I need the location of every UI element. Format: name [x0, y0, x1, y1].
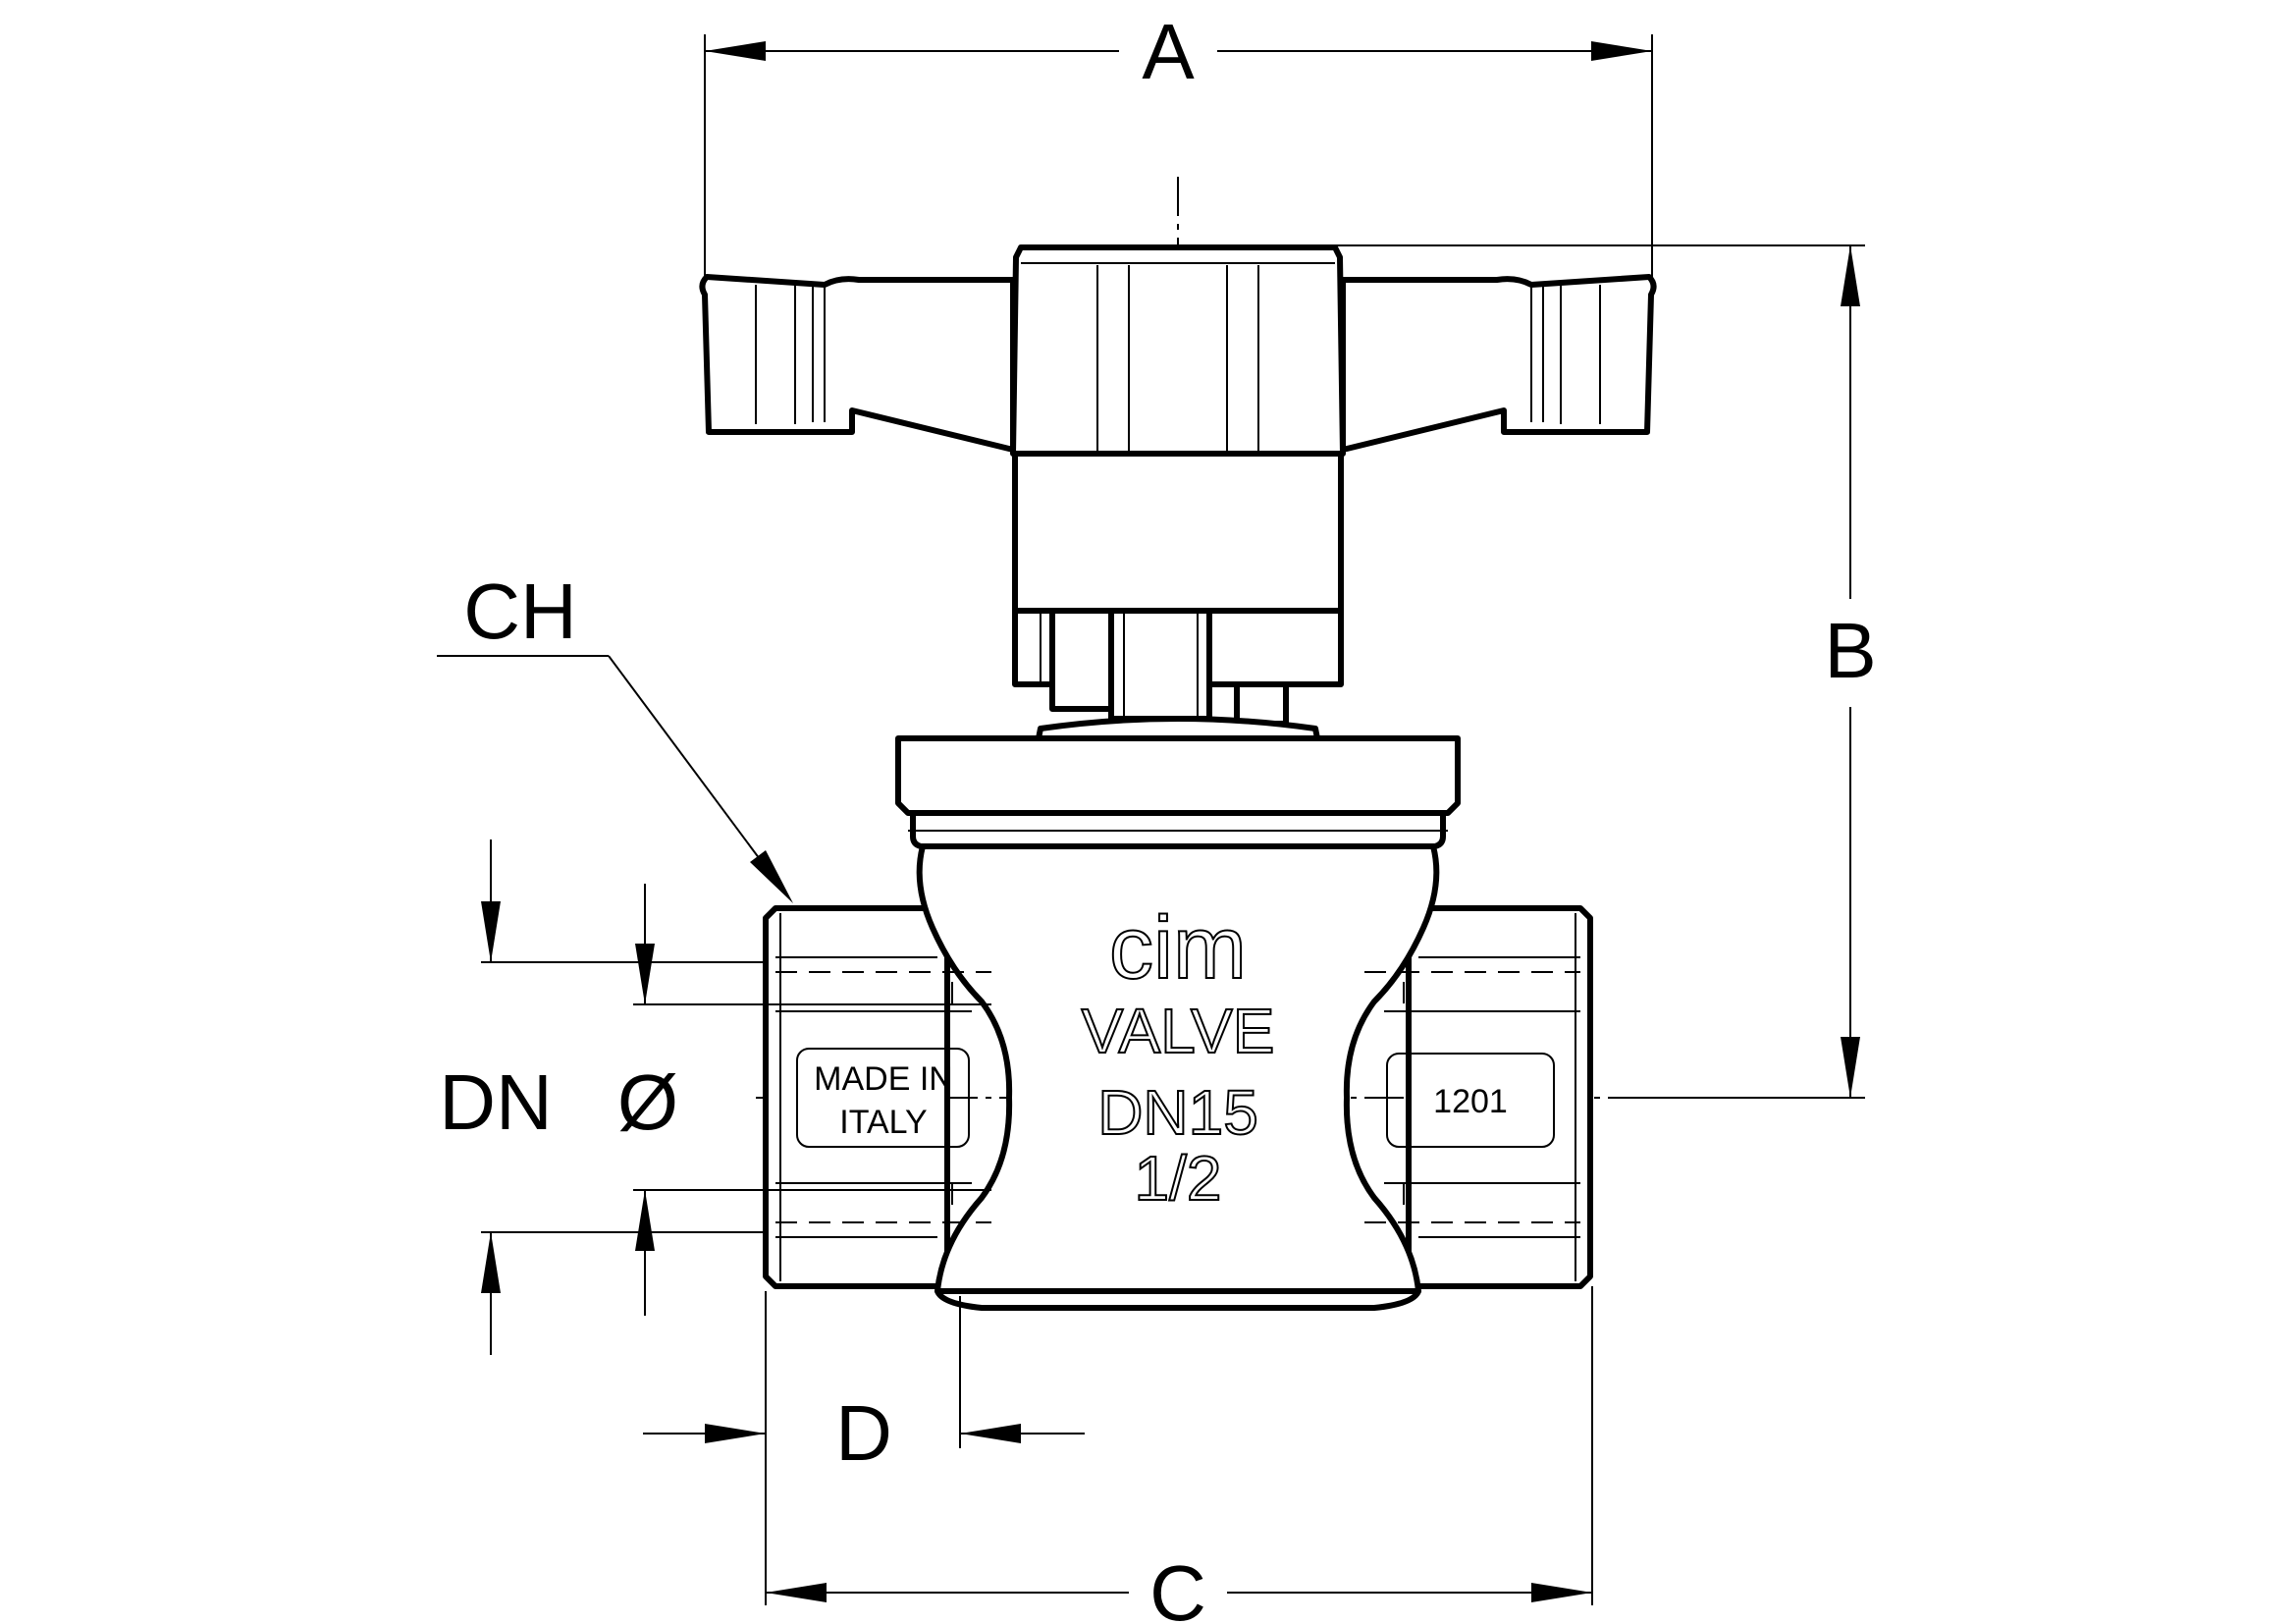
valve-marking: VALVE [1082, 996, 1275, 1066]
stem-collar [1012, 451, 1344, 727]
dimension-dn-label: DN [439, 1058, 553, 1146]
dimension-a-label: A [1142, 8, 1195, 95]
dn-size-marking: DN15 [1097, 1077, 1258, 1148]
bonnet [895, 716, 1461, 849]
dimension-ch-label: CH [463, 568, 577, 655]
code-marking: 1201 [1433, 1083, 1508, 1120]
dimension-c: C [765, 1286, 1593, 1624]
code-plate [1386, 1053, 1555, 1148]
dimension-b-label: B [1824, 607, 1876, 694]
dimension-d: D [643, 1291, 1085, 1477]
dimension-phi-label: Ø [617, 1058, 678, 1146]
body-markings: cim VALVE DN15 1/2 MADE IN ITALY 1201 [796, 898, 1555, 1215]
dimension-a: A [704, 8, 1653, 280]
handle-hex-knob [1010, 244, 1346, 457]
dimension-c-label: C [1149, 1549, 1206, 1624]
brand-logo: cim [1109, 899, 1247, 998]
dimension-ch: CH [437, 568, 793, 903]
handle-left-wing [699, 274, 1016, 453]
handle-right-wing [1340, 274, 1657, 453]
valve-body [763, 843, 1593, 1311]
dimension-b: B [1335, 244, 1877, 1099]
thread-size-marking: 1/2 [1135, 1143, 1222, 1214]
origin-line1: MADE IN [814, 1060, 953, 1098]
dimension-dn: DN [439, 839, 766, 1355]
origin-plate [796, 1048, 970, 1148]
origin-line2: ITALY [839, 1104, 927, 1141]
dimension-phi: Ø [617, 884, 991, 1316]
dimension-d-label: D [835, 1389, 892, 1477]
